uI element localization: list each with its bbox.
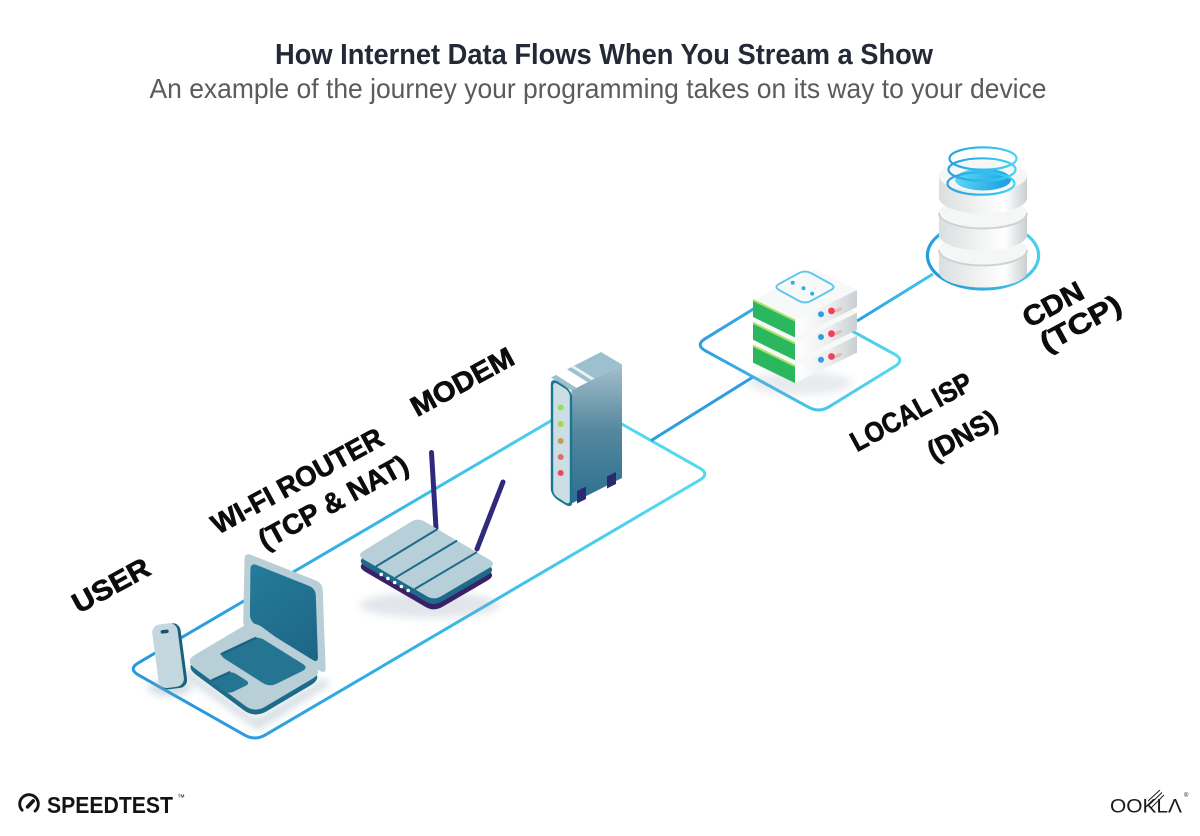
- svg-text:SPEEDTEST: SPEEDTEST: [47, 792, 174, 818]
- svg-text:An example of the journey your: An example of the journey your programmi…: [150, 73, 1047, 104]
- svg-text:®: ®: [1184, 792, 1189, 799]
- svg-text:USER: USER: [67, 552, 156, 619]
- svg-text:MODEM: MODEM: [405, 341, 519, 422]
- svg-text:How Internet Data Flows When Y: How Internet Data Flows When You Stream …: [275, 39, 933, 71]
- svg-text:OOKLΛ: OOKLΛ: [1110, 797, 1182, 818]
- svg-text:™: ™: [177, 793, 185, 802]
